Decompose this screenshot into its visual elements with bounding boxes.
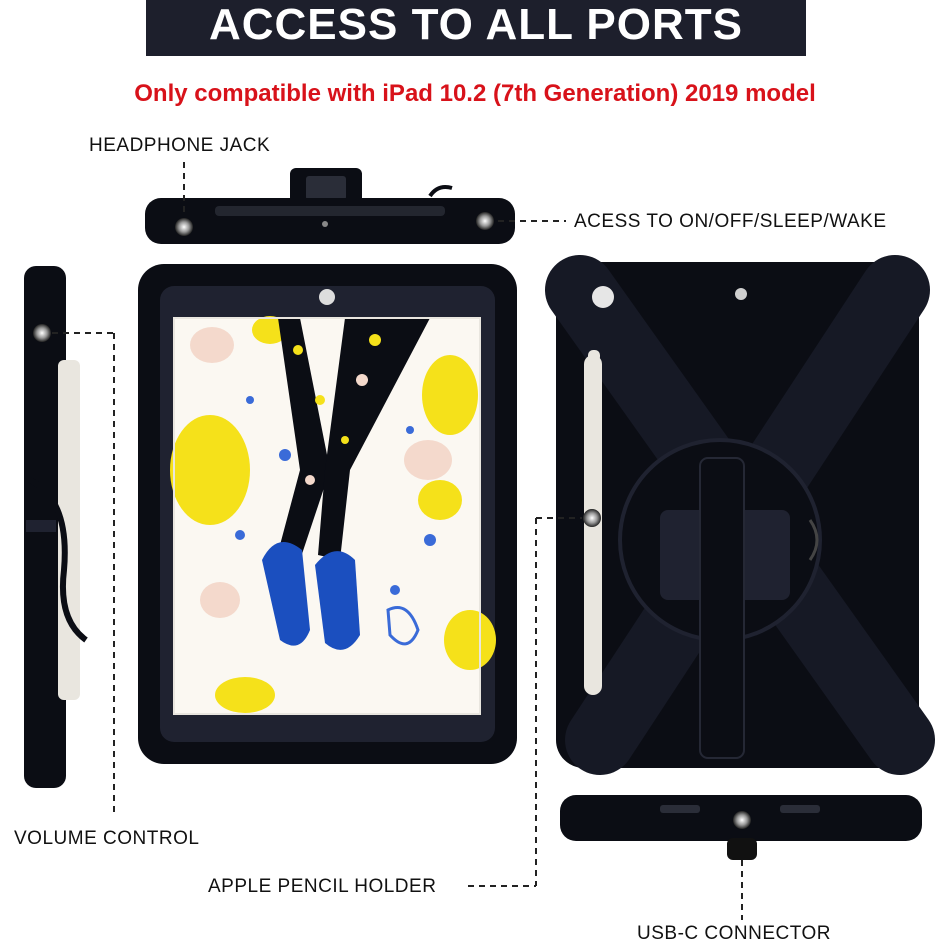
- front-view: [138, 264, 517, 764]
- header-banner: ACCESS TO ALL PORTS: [146, 0, 806, 56]
- back-view: [545, 255, 935, 775]
- power-port-icon: [476, 212, 494, 230]
- usb-c-port-icon: [733, 811, 751, 829]
- callout-power-button: ACESS TO ON/OFF/SLEEP/WAKE: [574, 211, 887, 232]
- headphone-port-icon: [175, 218, 193, 236]
- left-side-view: [24, 266, 88, 788]
- pencil-holder-port-icon: [583, 509, 601, 527]
- callout-leaders: [52, 162, 743, 920]
- compatibility-note: Only compatible with iPad 10.2 (7th Gene…: [134, 80, 816, 107]
- callout-headphone-jack: HEADPHONE JACK: [89, 135, 271, 156]
- volume-port-icon: [33, 324, 51, 342]
- callout-usb-c: USB-C CONNECTOR: [637, 923, 831, 944]
- callout-volume-control: VOLUME CONTROL: [14, 828, 200, 849]
- callout-pencil-holder: APPLE PENCIL HOLDER: [208, 876, 437, 897]
- bottom-edge-view: [560, 795, 922, 860]
- top-edge-view: [145, 168, 515, 244]
